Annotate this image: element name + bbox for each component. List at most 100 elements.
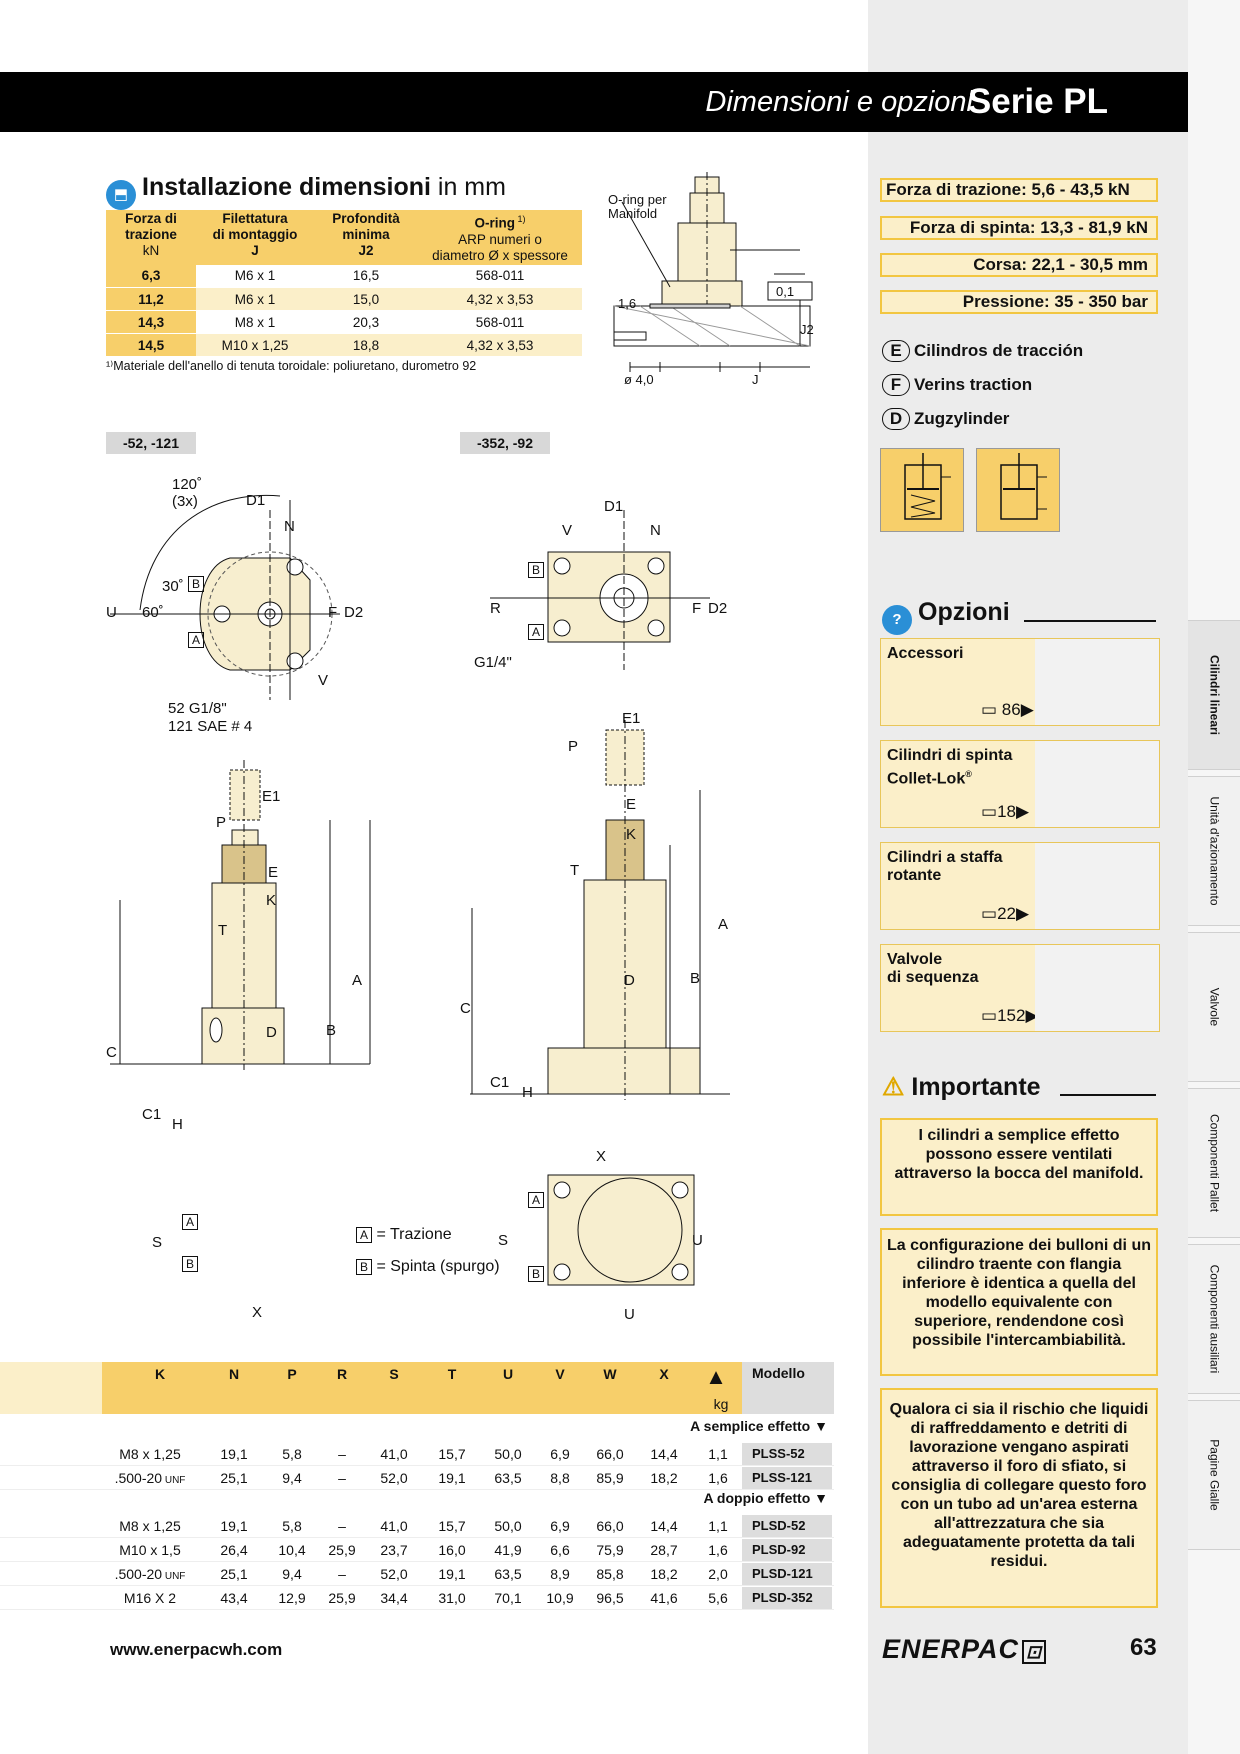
options-rule (1024, 620, 1156, 622)
col-r: R (336, 1366, 348, 1382)
dim-d1-r: D1 (604, 498, 624, 515)
angle-label: 120˚(3x) (172, 476, 203, 510)
dim-d2-r: D2 (708, 600, 728, 617)
dim-c1: C1 (142, 1106, 162, 1123)
option-page[interactable]: ▭18▶ (981, 802, 1030, 821)
dim-d-r: D (624, 972, 635, 989)
dim-t: T (218, 922, 228, 939)
dim-h-r: H (522, 1084, 533, 1101)
bottom-port-a-r: A (528, 1192, 544, 1208)
install-title-bold: Installazione dimensioni (142, 173, 431, 201)
triangle-down-icon: ▼ (814, 1418, 828, 1434)
option-page[interactable]: ▭ 86▶ (981, 700, 1034, 719)
table-row: .500-20 UNF 25,1 9,4 – 52,0 19,1 63,5 8,… (0, 1466, 834, 1490)
col-p: P (287, 1366, 297, 1382)
angle-60: 60˚ (142, 604, 164, 621)
dim-d: D (266, 1024, 277, 1041)
spec-push-force: Forza di spinta: 13,3 - 81,9 kN (880, 216, 1158, 240)
dim-n-r: N (650, 522, 661, 539)
dim-a-r: A (718, 916, 729, 933)
port-thread-r: G1/4" (474, 654, 512, 671)
roughness-label: 1,6 (618, 296, 637, 311)
triangle-down-icon: ▼ (814, 1490, 828, 1506)
dim-v-r: V (562, 522, 573, 539)
option-page[interactable]: ▭22▶ (981, 904, 1030, 923)
install-title-unit: in mm (430, 173, 506, 201)
legend-trazione: A = Trazione (356, 1226, 452, 1244)
col-u: U (502, 1366, 514, 1382)
port-a-box-r: A (528, 624, 544, 640)
spec-stroke: Corsa: 22,1 - 30,5 mm (880, 253, 1158, 277)
option-accessori[interactable]: Accessori ▭ 86▶ (880, 638, 1160, 726)
j-label: J (752, 372, 759, 387)
option-photo (1035, 639, 1159, 725)
table-header (102, 1362, 834, 1414)
table-row: M10 x 1,5 26,4 10,4 25,9 23,7 16,0 41,9 … (0, 1538, 834, 1562)
model-code: PLSD-92 (742, 1539, 832, 1561)
tab-pagine-gialle[interactable]: Pagine Gialle (1188, 1400, 1240, 1550)
note-bolt-config: La configurazione dei bulloni di un cili… (880, 1228, 1158, 1376)
model-code: PLSS-121 (742, 1467, 832, 1489)
tab-label: Unità d'azionamento (1207, 796, 1222, 906)
dim-t-r: T (570, 862, 580, 879)
install-title: ⬒Installazione dimensioni in mm (106, 173, 506, 210)
enerpac-logo: ENERPAC⊡ (882, 1634, 1047, 1665)
option-photo (1035, 843, 1159, 929)
single-acting-symbol (880, 448, 964, 532)
options-icon: ? (882, 605, 912, 635)
tab-componenti-pallet[interactable]: Componenti Pallet (1188, 1088, 1240, 1238)
page-ref-icon: ▭ (981, 802, 998, 821)
table-row: M16 X 2 43,4 12,9 25,9 34,4 31,0 70,1 10… (0, 1586, 834, 1610)
dim-s-r: S (498, 1232, 509, 1249)
dim-p-r: P (568, 738, 579, 755)
spec-pressure: Pressione: 35 - 350 bar (880, 290, 1158, 314)
tab-valvole[interactable]: Valvole (1188, 932, 1240, 1082)
option-photo (1035, 945, 1159, 1031)
option-page[interactable]: ▭152▶ (981, 1006, 1039, 1025)
dim-d2: D2 (344, 604, 364, 621)
model-code: PLSD-52 (742, 1515, 832, 1537)
install-dimensions-icon: ⬒ (106, 180, 136, 210)
note-coolant-risk: Qualora ci sia il rischio che liquidi di… (880, 1388, 1158, 1608)
tab-cilindri-lineari[interactable]: Cilindri lineari (1188, 620, 1240, 770)
spec-pull-force: Forza di trazione: 5,6 - 43,5 kN (880, 178, 1158, 202)
port-b-box-r: B (528, 562, 544, 578)
col-s: S (389, 1366, 399, 1382)
tab-componenti-ausiliari[interactable]: Componenti ausiliari (1188, 1244, 1240, 1394)
col-n: N (228, 1366, 240, 1382)
j2-label: J2 (800, 322, 814, 337)
dim-h: H (172, 1116, 183, 1133)
options-title: ?Opzioni (882, 598, 1010, 635)
note-single-acting: I cilindri a semplice effetto possono es… (880, 1118, 1158, 1216)
install-footnote: ¹⁾Materiale dell'anello di tenuta toroid… (106, 359, 477, 373)
table-header-blank (0, 1362, 102, 1414)
dim-a: A (352, 972, 363, 989)
dim-e1: E1 (262, 788, 281, 805)
bottom-port-b: B (182, 1256, 198, 1272)
tab-unita-azionamento[interactable]: Unità d'azionamento (1188, 776, 1240, 926)
model-code: PLSS-52 (742, 1443, 832, 1465)
tab-label: Pagine Gialle (1207, 1439, 1222, 1511)
dim-b: B (326, 1022, 337, 1039)
footer-url[interactable]: www.enerpacwh.com (110, 1640, 283, 1659)
col-x: X (659, 1366, 669, 1382)
model-tag-right: -352, -92 (460, 432, 550, 454)
legend-spinta: B = Spinta (spurgo) (356, 1258, 500, 1276)
dim-u-r: U (692, 1232, 703, 1249)
option-photo (1035, 741, 1159, 827)
page-number: 63 (1130, 1634, 1157, 1661)
col-k: K (154, 1366, 166, 1382)
col-v: V (555, 1366, 565, 1382)
dim-c: C (106, 1044, 117, 1061)
dim-f-r: F (692, 600, 702, 617)
header-subtitle: Dimensioni e opzioni (705, 86, 973, 118)
dim-x: X (252, 1304, 263, 1321)
port-a-box: B (188, 576, 204, 592)
model-code: PLSD-121 (742, 1563, 832, 1585)
arrow-right-icon: ▶ (1020, 700, 1034, 719)
